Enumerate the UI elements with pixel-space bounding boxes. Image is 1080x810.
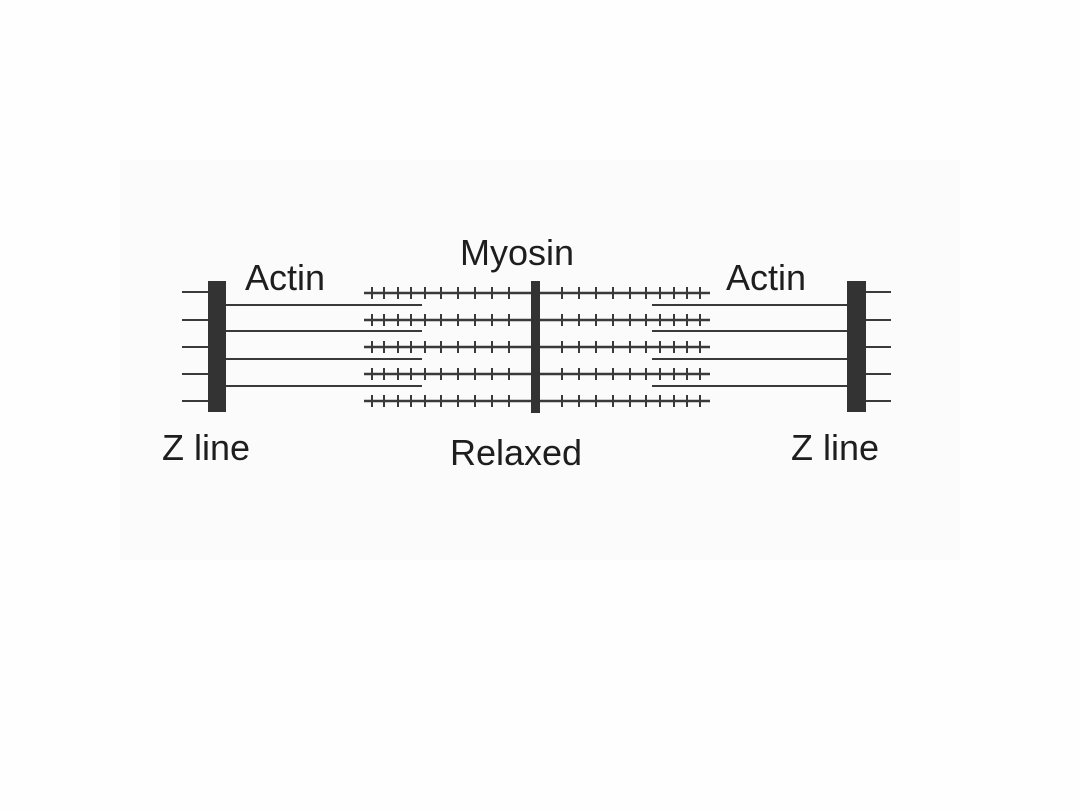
z-line-left [208, 281, 226, 412]
z-line-label-right: Z line [791, 427, 879, 468]
filaments-group [182, 287, 891, 407]
myosin-label: Myosin [460, 232, 574, 273]
actin-label-right: Actin [726, 257, 806, 298]
m-line [531, 281, 540, 413]
relaxed-label: Relaxed [450, 432, 582, 473]
actin-label-left: Actin [245, 257, 325, 298]
z-line-label-left: Z line [162, 427, 250, 468]
z-line-right [847, 281, 866, 412]
